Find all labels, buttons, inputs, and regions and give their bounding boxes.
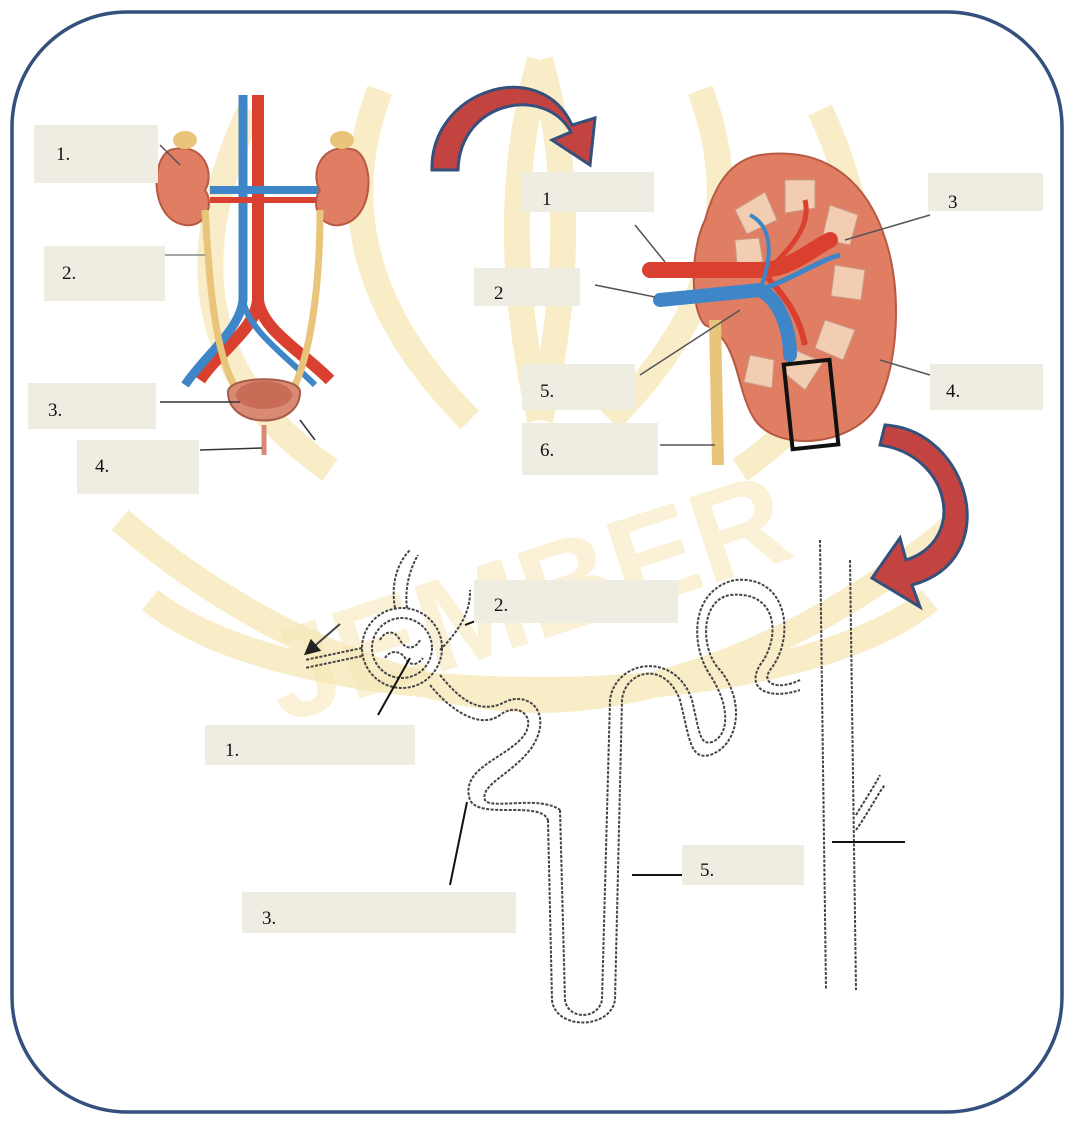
kidney-label-6[interactable]: 6. xyxy=(522,423,658,475)
kidney-label-2[interactable]: 2 xyxy=(474,268,580,306)
afferent-arrow xyxy=(310,624,340,650)
kidney-label-5-text: 5. xyxy=(540,382,554,401)
urinary-label-3[interactable]: 3. xyxy=(28,383,156,429)
kidney-label-6-text: 6. xyxy=(540,441,554,460)
urinary-label-3-text: 3. xyxy=(48,401,62,420)
kidney-label-3-text: 3 xyxy=(948,193,958,211)
urinary-label-1[interactable]: 1. xyxy=(34,125,158,183)
urinary-label-4-text: 4. xyxy=(95,457,109,476)
nephron-label-2[interactable]: 2. xyxy=(474,580,678,623)
kidney-label-4-text: 4. xyxy=(946,382,960,401)
nephron-label-1-text: 1. xyxy=(225,741,239,760)
urinary-label-1-text: 1. xyxy=(56,145,70,164)
nephron-leader-lines xyxy=(378,620,905,885)
nephron-label-5-text: 5. xyxy=(700,861,714,880)
kidney-label-1-text: 1 xyxy=(542,190,552,209)
urinary-label-4[interactable]: 4. xyxy=(77,440,199,494)
kidney-label-3[interactable]: 3 xyxy=(928,173,1043,211)
kidney-label-5[interactable]: 5. xyxy=(522,364,635,410)
curved-arrow-to-nephron xyxy=(872,425,967,607)
kidney-label-1[interactable]: 1 xyxy=(522,172,654,212)
urinary-label-2[interactable]: 2. xyxy=(44,246,165,301)
nephron-label-3[interactable]: 3. xyxy=(242,892,516,933)
urinary-system-illustration xyxy=(156,95,368,455)
kidney-label-2-text: 2 xyxy=(494,284,504,303)
nephron-label-1[interactable]: 1. xyxy=(205,725,415,765)
curved-arrow-to-kidney-section xyxy=(432,87,595,170)
kidney-label-4[interactable]: 4. xyxy=(930,364,1043,410)
nephron-label-2-text: 2. xyxy=(494,596,508,615)
nephron-label-5[interactable]: 5. xyxy=(682,845,804,885)
urinary-label-2-text: 2. xyxy=(62,264,76,283)
nephron-label-3-text: 3. xyxy=(262,909,276,928)
